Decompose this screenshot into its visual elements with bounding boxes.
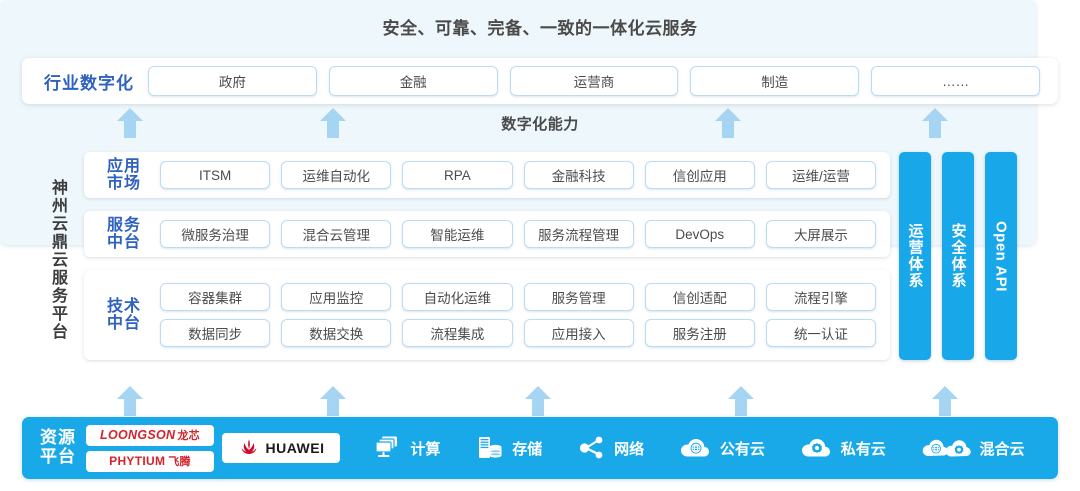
- service-item-service-process-mgmt[interactable]: 服务流程管理: [523, 220, 634, 248]
- resource-item-network[interactable]: 网络: [577, 435, 644, 461]
- resource-platform-label: 资源 平台: [40, 428, 76, 466]
- resource-item-private-cloud[interactable]: 私有云: [800, 435, 886, 461]
- storage-icon: [475, 435, 505, 461]
- tech-item-service-mgmt[interactable]: 服务管理: [523, 283, 634, 311]
- network-icon: [577, 435, 607, 461]
- resource-item-compute-label: 计算: [410, 440, 441, 458]
- tech-item-container-cluster[interactable]: 容器集群: [160, 283, 271, 311]
- up-arrow-icon: [715, 108, 741, 138]
- page-title: 安全、可靠、完备、一致的一体化云服务: [382, 19, 698, 38]
- app-item-ops-operations[interactable]: 运维/运营: [765, 161, 877, 189]
- resource-item-storage[interactable]: 存储: [475, 435, 542, 461]
- up-arrow-icon: [525, 386, 551, 416]
- tech-item-app-access[interactable]: 应用接入: [523, 319, 634, 347]
- service-item-hybrid-cloud-mgmt[interactable]: 混合云管理: [281, 220, 392, 248]
- tech-item-unified-auth[interactable]: 统一认证: [765, 319, 877, 347]
- industry-item-more[interactable]: ……: [871, 66, 1040, 96]
- tech-item-app-monitoring[interactable]: 应用监控: [281, 283, 392, 311]
- up-arrow-icon: [922, 108, 948, 138]
- layer-technical-middle-platform-label: 技术 中台: [106, 297, 141, 332]
- cloud-platform-panel: [0, 0, 1036, 245]
- app-item-ops-automation[interactable]: 运维自动化: [281, 161, 392, 189]
- tech-item-service-registry[interactable]: 服务注册: [644, 319, 755, 347]
- up-arrow-icon: [117, 386, 143, 416]
- industry-row-label: 行业数字化: [44, 73, 134, 93]
- resource-item-private-cloud-label: 私有云: [840, 440, 886, 458]
- layer-application-market: 应用 市场 ITSM 运维自动化 RPA 金融科技 信创应用 运维/运营: [84, 152, 890, 198]
- resource-item-list: 计算: [346, 435, 1058, 461]
- service-item-devops[interactable]: DevOps: [644, 220, 755, 248]
- platform-vertical-label-text: 神州云鼎云服务平台: [49, 178, 66, 341]
- side-column-open-api[interactable]: Open API: [985, 152, 1017, 360]
- tech-row-1: 容器集群 应用监控 自动化运维 服务管理 信创适配 流程引擎: [160, 283, 877, 311]
- compute-icon: [373, 435, 403, 461]
- service-item-dashboard[interactable]: 大屏展示: [765, 220, 877, 248]
- resource-item-hybrid-cloud[interactable]: 混合云: [921, 435, 1025, 461]
- up-arrow-icon: [320, 386, 346, 416]
- resource-item-public-cloud-label: 公有云: [719, 440, 765, 458]
- digital-capability-label: 数字化能力: [501, 116, 579, 133]
- public-cloud-icon: [679, 435, 713, 461]
- private-cloud-icon: [800, 435, 834, 461]
- tech-row-2: 数据同步 数据交换 流程集成 应用接入 服务注册 统一认证: [160, 319, 877, 347]
- app-item-fintech[interactable]: 金融科技: [523, 161, 634, 189]
- huawei-logo: HUAWEI: [238, 438, 325, 458]
- side-column-security-system-label: 安全体系: [949, 223, 967, 289]
- resource-item-network-label: 网络: [614, 440, 645, 458]
- tech-item-xinchuang-adaptation[interactable]: 信创适配: [644, 283, 755, 311]
- resource-item-storage-label: 存储: [512, 440, 543, 458]
- industry-item-manufacturing[interactable]: 制造: [690, 66, 860, 96]
- tech-item-process-engine[interactable]: 流程引擎: [765, 283, 877, 311]
- up-arrow-icon: [728, 386, 754, 416]
- side-column-security-system[interactable]: 安全体系: [942, 152, 974, 360]
- tech-item-automated-ops[interactable]: 自动化运维: [402, 283, 513, 311]
- service-item-microservice-governance[interactable]: 微服务治理: [160, 220, 271, 248]
- layer-technical-middle-platform: 技术 中台 容器集群 应用监控 自动化运维 服务管理 信创适配 流程引擎 数据同…: [84, 270, 890, 360]
- industry-item-finance[interactable]: 金融: [328, 66, 498, 96]
- industry-item-government[interactable]: 政府: [148, 66, 317, 96]
- industry-digitalization-row: 行业数字化 政府 金融 运营商 制造 ……: [22, 58, 1058, 104]
- up-arrow-icon: [117, 108, 143, 138]
- huawei-wordmark: HUAWEI: [265, 440, 325, 456]
- layer-application-market-label: 应用 市场: [106, 157, 141, 192]
- tech-item-data-sync[interactable]: 数据同步: [160, 319, 271, 347]
- side-column-operations-system[interactable]: 运营体系: [899, 152, 931, 360]
- resource-item-compute[interactable]: 计算: [373, 435, 440, 461]
- industry-item-telecom[interactable]: 运营商: [509, 66, 679, 96]
- app-item-rpa[interactable]: RPA: [402, 161, 513, 189]
- service-item-intelligent-ops[interactable]: 智能运维: [402, 220, 513, 248]
- side-column-open-api-label: Open API: [992, 220, 1010, 292]
- platform-vertical-label: 神州云鼎云服务平台: [35, 152, 79, 367]
- tech-item-data-exchange[interactable]: 数据交换: [281, 319, 392, 347]
- layer-service-middle-platform: 服务 中台 微服务治理 混合云管理 智能运维 服务流程管理 DevOps 大屏展…: [84, 211, 890, 257]
- side-column-operations-system-label: 运营体系: [906, 223, 924, 289]
- up-arrow-icon: [320, 108, 346, 138]
- layer-service-middle-platform-label: 服务 中台: [106, 216, 141, 251]
- vendor-chip-huawei[interactable]: HUAWEI: [222, 433, 340, 463]
- resource-item-hybrid-cloud-label: 混合云: [979, 440, 1025, 458]
- huawei-flower-icon: [241, 439, 256, 454]
- up-arrow-icon: [932, 386, 958, 416]
- hybrid-cloud-icon: [921, 435, 973, 461]
- app-item-itsm[interactable]: ITSM: [160, 161, 271, 189]
- tech-item-process-integration[interactable]: 流程集成: [402, 319, 513, 347]
- app-item-xinchuang-app[interactable]: 信创应用: [644, 161, 755, 189]
- resource-item-public-cloud[interactable]: 公有云: [679, 435, 765, 461]
